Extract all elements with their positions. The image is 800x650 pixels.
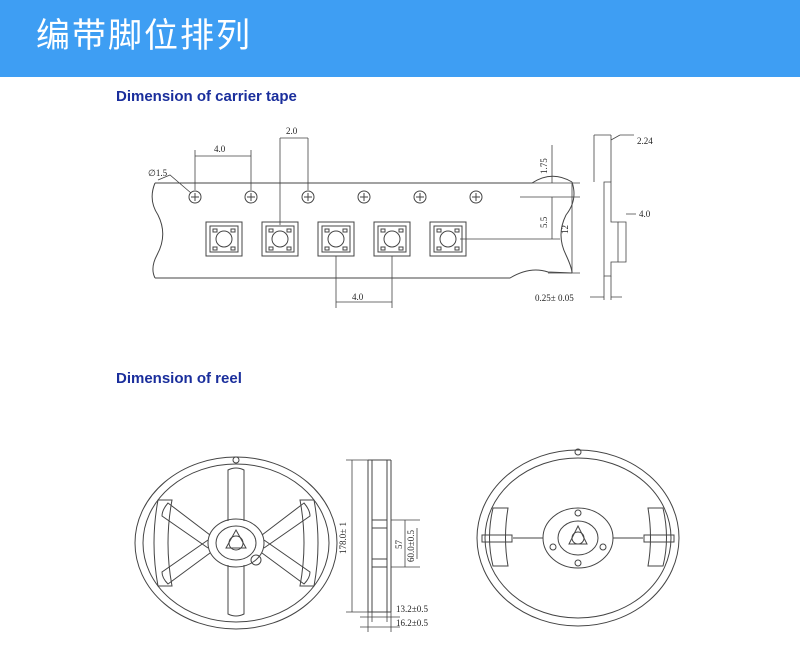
dim-outer-width: 16.2±0.5 (396, 618, 428, 628)
dim-outer-diameter: 178.0± 1 (338, 522, 348, 554)
dim-cover-height: 4.0 (639, 209, 651, 219)
dim-tape-width: 12 (560, 225, 570, 234)
reel-dimension-labels: 178.0± 1 57 60.0±0.5 13.2±0.5 16.2±0.5 (338, 522, 428, 628)
dim-hub-inner: 57 (394, 540, 404, 550)
dim-thickness: 0.25± 0.05 (535, 293, 574, 303)
reel-back-view (476, 448, 680, 627)
reel-title: Dimension of reel (116, 370, 242, 387)
dim-hole-to-center: 5.5 (539, 216, 549, 228)
carrier-dimension-labels: 4.0 2.0 ∅1.5 4.0 1.75 5.5 12 2.24 4.0 0.… (148, 126, 653, 303)
dim-hub-outer: 60.0±0.5 (406, 530, 416, 562)
page-title: 编带脚位排列 (36, 16, 252, 56)
carrier-dimension-lines (157, 134, 636, 308)
dim-inner-width: 13.2±0.5 (396, 604, 428, 614)
component-pockets (205, 221, 467, 257)
reel-side-view (346, 459, 420, 632)
sprocket-holes (188, 190, 483, 204)
dim-hole-diameter: ∅1.5 (148, 168, 168, 178)
dim-hole-to-pocket: 2.0 (286, 126, 298, 136)
dim-pocket-depth: 2.24 (637, 136, 653, 146)
reel-front-view (134, 456, 338, 630)
dim-pocket-pitch: 4.0 (352, 292, 364, 302)
header-banner: 编带脚位排列 (0, 0, 800, 77)
carrier-tape-title: Dimension of carrier tape (116, 88, 297, 105)
dim-edge-to-hole: 1.75 (539, 158, 549, 174)
dim-hole-pitch: 4.0 (214, 144, 226, 154)
